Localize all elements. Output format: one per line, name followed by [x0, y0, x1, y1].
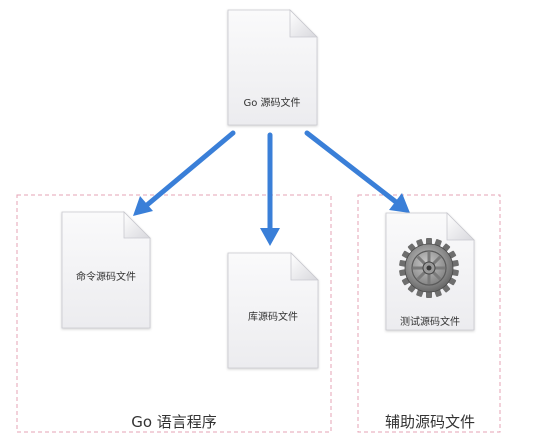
- doc-icon-library: [227, 252, 319, 369]
- gear-spoke: [416, 271, 426, 281]
- test-file-label: 测试源码文件: [400, 317, 460, 328]
- arrow-to-command: [133, 130, 236, 216]
- gear-spoke: [416, 255, 426, 265]
- gear-spoke: [432, 271, 442, 281]
- gear-spoke: [432, 255, 442, 265]
- doc-icon-source: [227, 9, 318, 126]
- command-file-label: 命令源码文件: [76, 272, 136, 283]
- group-box-program: [16, 194, 332, 433]
- arrow-to-library: [260, 132, 280, 246]
- group-label-program: Go 语言程序: [131, 413, 217, 431]
- group-label-auxiliary: 辅助源码文件: [384, 413, 476, 431]
- source-file-label: Go 源码文件: [243, 98, 301, 109]
- arrow-to-test: [304, 130, 410, 213]
- group-box-auxiliary: [357, 194, 501, 433]
- gear-icon: [399, 238, 459, 298]
- library-file-label: 库源码文件: [248, 312, 298, 323]
- doc-icon-command: [61, 211, 151, 329]
